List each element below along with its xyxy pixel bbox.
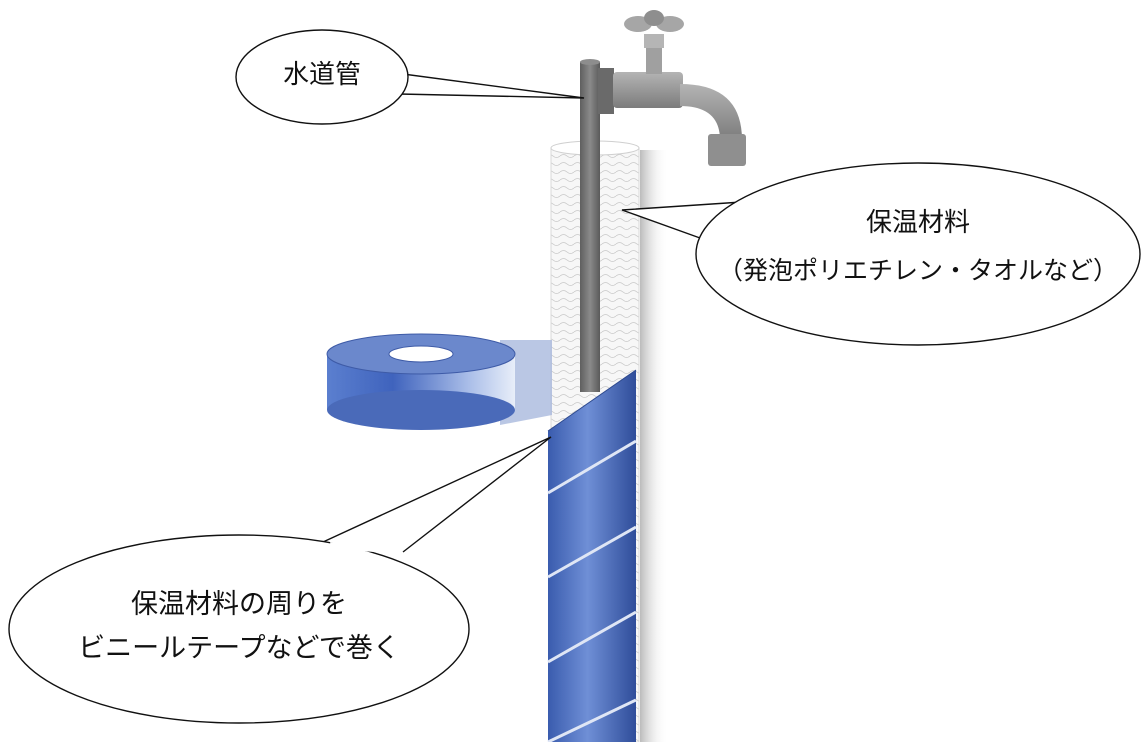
tape-roll-core [388,345,454,363]
callout-insulation-detail: （発泡ポリエチレン・タオルなど） [717,256,1118,285]
vinyl-tape-roll [326,333,552,430]
faucet-nozzle [708,134,746,166]
callout-tape-line2: ビニールテープなどで巻く [78,633,400,664]
faucet-body [613,72,683,108]
callout-pipe-bubble [235,29,585,125]
faucet-spout [680,84,742,140]
faucet-joint [598,68,614,114]
faucet-stem [646,46,662,74]
callout-tape-line1: 保温材料の周りを [131,589,347,620]
faucet-handle [624,10,684,48]
water-pipe [580,59,600,392]
callout-pipe-label: 水道管 [282,60,361,90]
wrapped-tape [547,369,637,744]
callout-tape-bubble [8,436,552,724]
callout-insulation-bubble [621,162,1141,346]
faucet [598,10,746,166]
pole-shadow [640,150,668,742]
callout-insulation-title: 保温材料 [865,208,970,238]
